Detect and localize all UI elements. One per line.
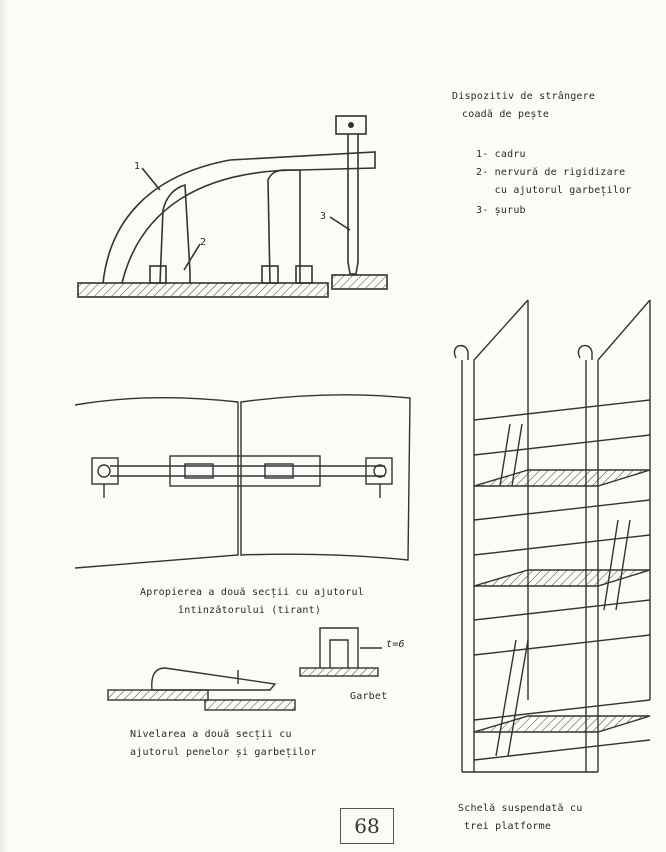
legend-item-3: 3- șurub (476, 205, 526, 216)
figure3-caption-line1: Nivelarea a două secții cu (130, 729, 292, 740)
figure2-caption-line1: Apropierea a două secții cu ajutorul (140, 587, 364, 598)
figure4-caption-line1: Schelă suspendată cu (458, 803, 583, 814)
legend-item-1: 1- cadru (476, 149, 526, 160)
figure1-title-line2: coadă de pește (462, 109, 550, 120)
figure3-caption-line2: ajutorul penelor și garbeților (130, 747, 317, 758)
page-number: 68 (354, 814, 380, 838)
page-binding-edge (0, 0, 8, 852)
figure2-caption-line2: întinzătorului (tirant) (178, 605, 322, 616)
figure4-caption-line2: trei platforme (464, 821, 552, 832)
dimension-note: t=6 (386, 639, 405, 650)
legend-item-2: 2- nervură de rigidizare (476, 167, 626, 178)
callout-number-2: 2 (200, 237, 207, 248)
callout-number-1: 1 (134, 161, 141, 172)
page-number-box: 68 (340, 808, 394, 844)
garbet-label: Garbet (350, 691, 388, 702)
callout-number-3: 3 (320, 211, 327, 222)
figure1-title-line1: Dispozitiv de strângere (452, 91, 596, 102)
legend-item-2-cont: cu ajutorul garbeților (476, 185, 632, 196)
